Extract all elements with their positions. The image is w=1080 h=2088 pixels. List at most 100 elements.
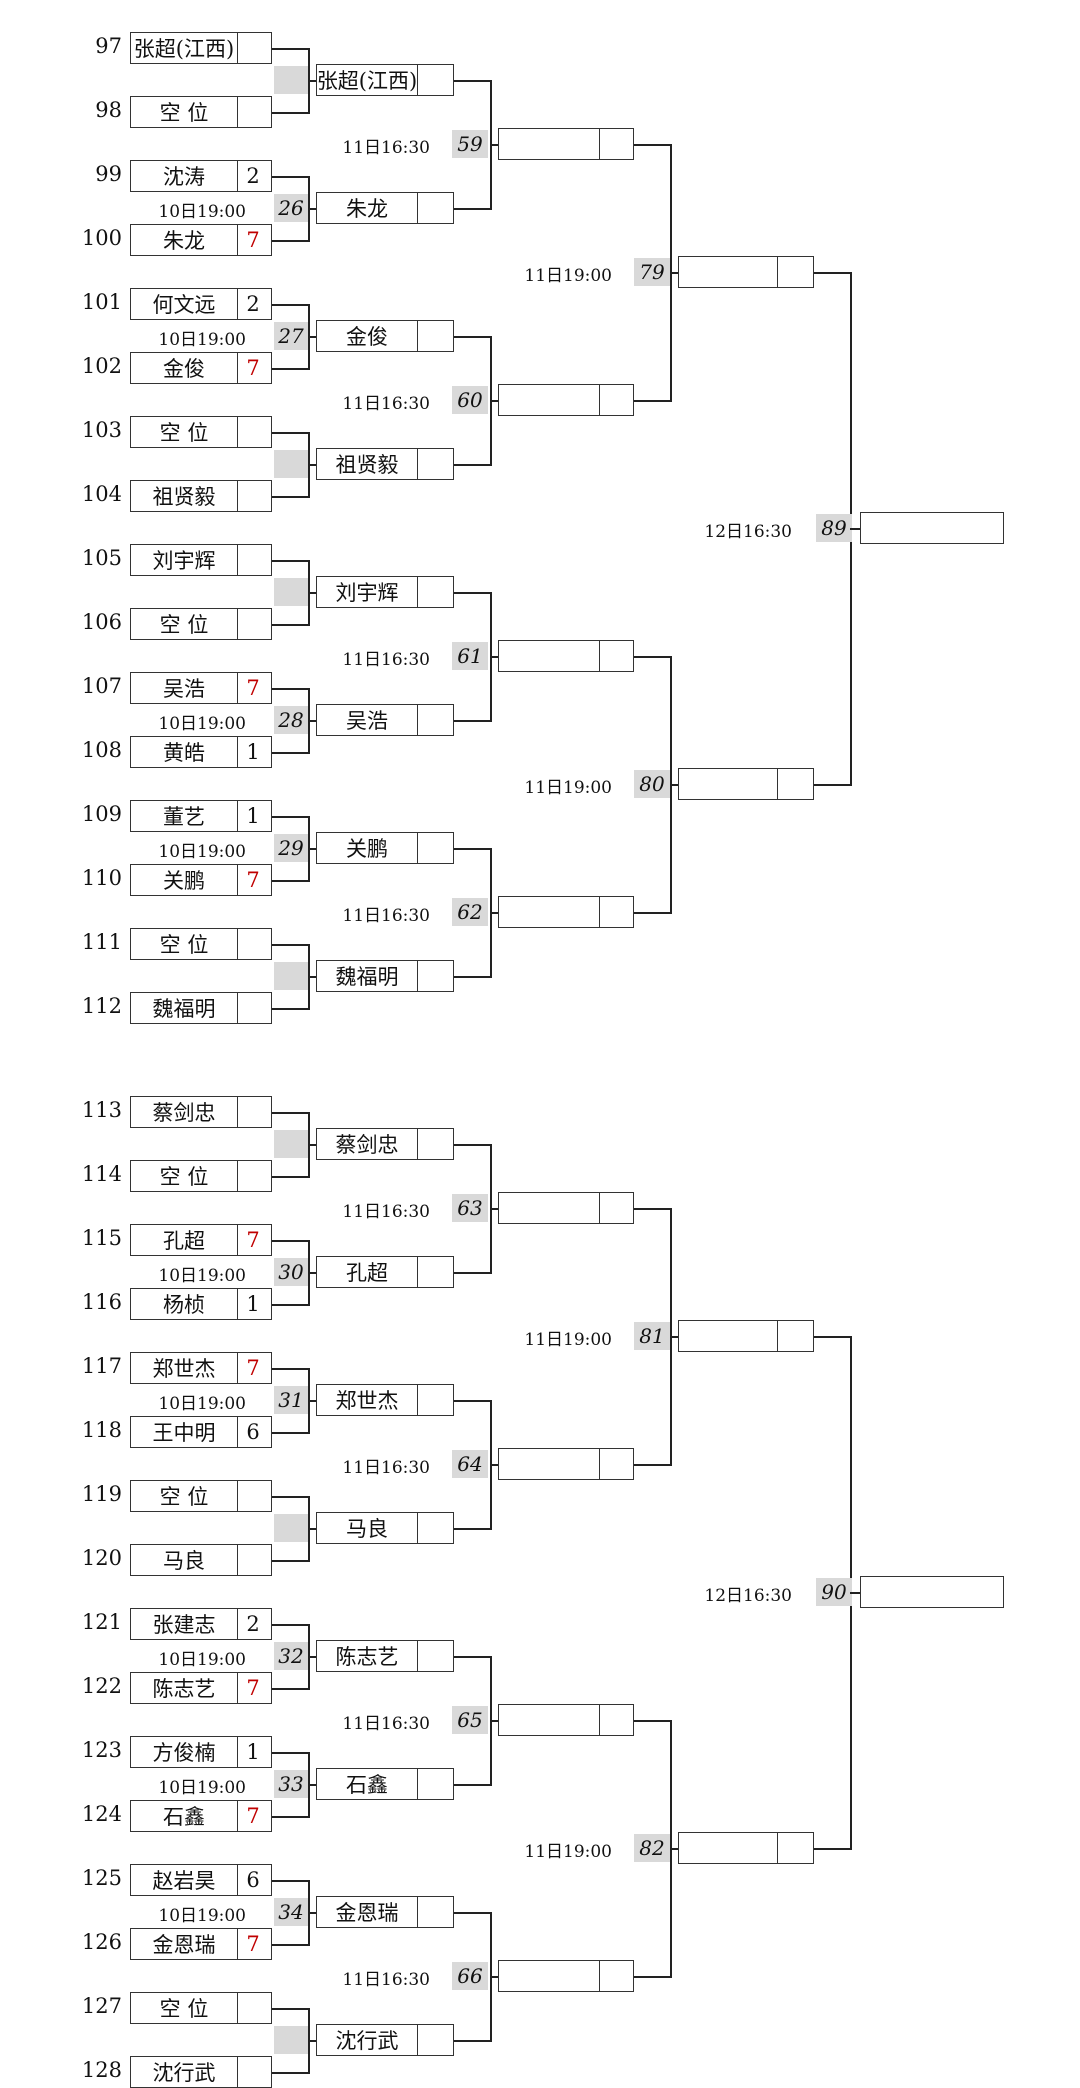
entrant-slot[interactable]: 沈行武 xyxy=(130,2056,272,2088)
round1-slot[interactable]: 魏福明 xyxy=(316,960,454,992)
player-score xyxy=(235,1097,271,1127)
match-number: 30 xyxy=(274,1258,308,1286)
round2-slot[interactable] xyxy=(498,1960,634,1992)
round3-slot[interactable] xyxy=(678,1320,814,1352)
entrant-slot[interactable]: 马良 xyxy=(130,1544,272,1576)
seed-number: 116 xyxy=(81,1290,122,1314)
bracket-line xyxy=(272,496,308,498)
match-number xyxy=(274,1514,308,1542)
round1-slot[interactable]: 张超(江西) xyxy=(316,64,454,96)
round2-slot[interactable] xyxy=(498,640,634,672)
bracket-line xyxy=(308,1272,316,1274)
round1-slot[interactable]: 金俊 xyxy=(316,320,454,352)
entrant-slot[interactable]: 魏福明 xyxy=(130,992,272,1024)
player-score: 7 xyxy=(246,1356,260,1380)
bracket-line xyxy=(272,1880,308,1882)
round4-slot[interactable] xyxy=(860,1576,1004,1608)
entrant-slot[interactable]: 空 位 xyxy=(130,1160,272,1192)
entrant-slot[interactable]: 刘宇辉 xyxy=(130,544,272,576)
round1-slot[interactable]: 陈志艺 xyxy=(316,1640,454,1672)
round2-slot[interactable] xyxy=(498,896,634,928)
bracket-line xyxy=(308,1528,316,1530)
seed-number: 112 xyxy=(81,994,122,1018)
bracket-line xyxy=(454,1912,490,1914)
round3-slot[interactable] xyxy=(678,768,814,800)
round1-slot[interactable]: 朱龙 xyxy=(316,192,454,224)
bracket-line xyxy=(272,2008,308,2010)
entrant-slot[interactable]: 空 位 xyxy=(130,1992,272,2024)
entrant-slot[interactable]: 祖贤毅 xyxy=(130,480,272,512)
entrant-slot[interactable]: 空 位 xyxy=(130,928,272,960)
match-number: 90 xyxy=(816,1578,852,1606)
bracket-line xyxy=(272,1176,308,1178)
match-time: 10日19:00 xyxy=(158,1778,246,1798)
bracket-line xyxy=(272,1432,308,1434)
player-name: 沈行武 xyxy=(131,2057,238,2087)
round3-slot[interactable] xyxy=(678,1832,814,1864)
entrant-slot[interactable]: 空 位 xyxy=(130,96,272,128)
entrant-slot[interactable]: 张超(江西) xyxy=(130,32,272,64)
round1-slot[interactable]: 祖贤毅 xyxy=(316,448,454,480)
bracket-line xyxy=(272,1560,308,1562)
match-time: 11日16:30 xyxy=(342,906,430,926)
round2-slot[interactable] xyxy=(498,384,634,416)
round1-slot[interactable]: 金恩瑞 xyxy=(316,1896,454,1928)
bracket-line xyxy=(490,144,498,146)
bracket-line xyxy=(814,784,850,786)
seed-number: 121 xyxy=(81,1610,122,1634)
match-time: 11日16:30 xyxy=(342,394,430,414)
bracket-line xyxy=(490,1720,498,1722)
round1-slot[interactable]: 马良 xyxy=(316,1512,454,1544)
entrant-slot[interactable]: 空 位 xyxy=(130,1480,272,1512)
player-score xyxy=(235,609,271,639)
bracket-line xyxy=(634,1720,670,1722)
round4-slot[interactable] xyxy=(860,512,1004,544)
round3-slot[interactable] xyxy=(678,256,814,288)
match-time: 10日19:00 xyxy=(158,714,246,734)
player-score xyxy=(235,929,271,959)
player-score xyxy=(597,1961,633,1991)
round2-slot[interactable] xyxy=(498,1192,634,1224)
player-score xyxy=(597,1705,633,1735)
round1-slot[interactable]: 石鑫 xyxy=(316,1768,454,1800)
bracket-line xyxy=(272,1368,308,1370)
player-name xyxy=(499,1705,600,1735)
bracket-line xyxy=(814,1336,850,1338)
round2-slot[interactable] xyxy=(498,1448,634,1480)
player-name: 王中明 xyxy=(131,1417,238,1447)
round1-slot[interactable]: 沈行武 xyxy=(316,2024,454,2056)
player-score xyxy=(597,1193,633,1223)
round1-slot[interactable]: 蔡剑忠 xyxy=(316,1128,454,1160)
round2-slot[interactable] xyxy=(498,1704,634,1736)
entrant-slot[interactable]: 空 位 xyxy=(130,608,272,640)
player-name: 空 位 xyxy=(131,1993,238,2023)
seed-number: 119 xyxy=(81,1482,122,1506)
round1-slot[interactable]: 刘宇辉 xyxy=(316,576,454,608)
round1-slot[interactable]: 郑世杰 xyxy=(316,1384,454,1416)
round1-slot[interactable]: 孔超 xyxy=(316,1256,454,1288)
match-number xyxy=(274,66,308,94)
round1-slot[interactable]: 吴浩 xyxy=(316,704,454,736)
entrant-slot[interactable]: 空 位 xyxy=(130,416,272,448)
round1-slot[interactable]: 关鹏 xyxy=(316,832,454,864)
entrant-slot[interactable]: 蔡剑忠 xyxy=(130,1096,272,1128)
round2-slot[interactable] xyxy=(498,128,634,160)
